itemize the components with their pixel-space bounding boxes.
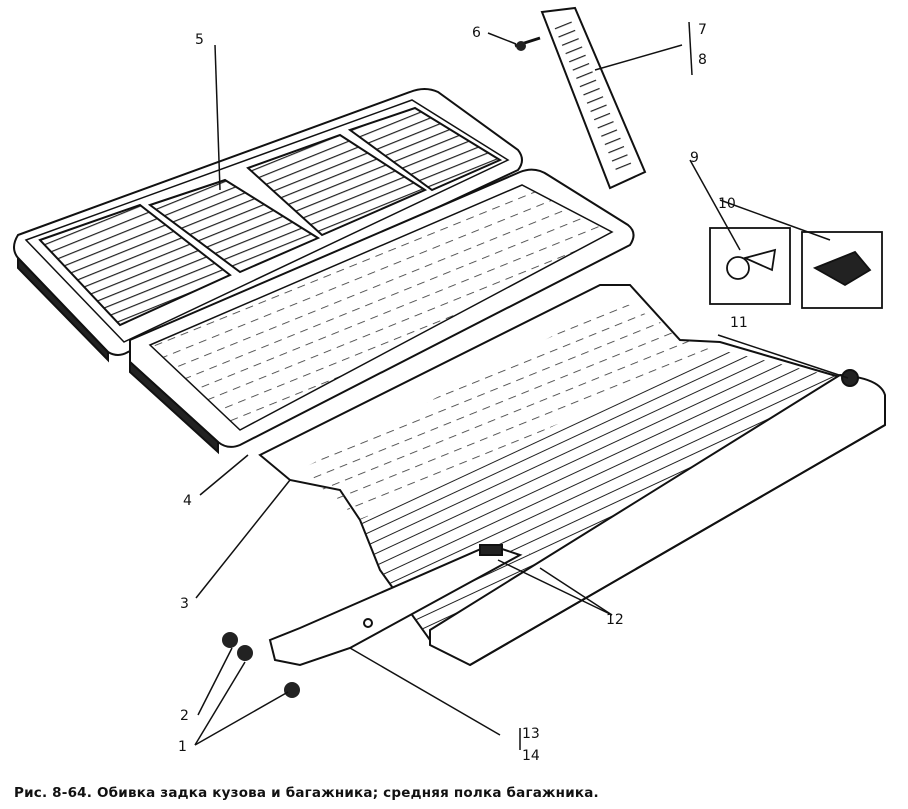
panel-recess-4 <box>347 106 503 192</box>
callout-4: 4 <box>183 493 192 509</box>
shelf-bracket <box>268 543 523 667</box>
callout-5: 5 <box>195 32 204 48</box>
rivet-9-box <box>709 227 791 305</box>
rear-seatback-trim-panel <box>13 88 523 363</box>
panel-recess-3 <box>246 133 428 237</box>
panel-recess-2 <box>147 178 321 274</box>
callout-14: 14 <box>522 748 540 764</box>
callout-7: 7 <box>698 22 707 38</box>
leader-lines <box>194 21 849 750</box>
callout-8: 8 <box>698 52 707 68</box>
callout-10: 10 <box>718 196 736 212</box>
side-trim-part-7-8 <box>540 6 647 190</box>
clip-10-box <box>801 231 883 309</box>
panel-recess-1 <box>38 203 232 327</box>
callout-6: 6 <box>472 25 481 41</box>
screw-6-icon <box>514 36 541 51</box>
callout-2: 2 <box>180 708 189 724</box>
callout-11: 11 <box>730 315 748 331</box>
wing-nut-2-icon <box>222 632 253 661</box>
parcel-shelf-frame <box>129 168 635 455</box>
figure-caption: Рис. 8-64. Обивка задка кузова и багажни… <box>14 785 599 801</box>
callout-1: 1 <box>178 739 187 755</box>
nut-1-icon <box>284 682 300 698</box>
callout-13: 13 <box>522 726 540 742</box>
callout-9: 9 <box>690 150 699 166</box>
callout-3: 3 <box>180 596 189 612</box>
middle-parcel-shelf <box>429 369 886 667</box>
callout-12: 12 <box>606 612 624 628</box>
